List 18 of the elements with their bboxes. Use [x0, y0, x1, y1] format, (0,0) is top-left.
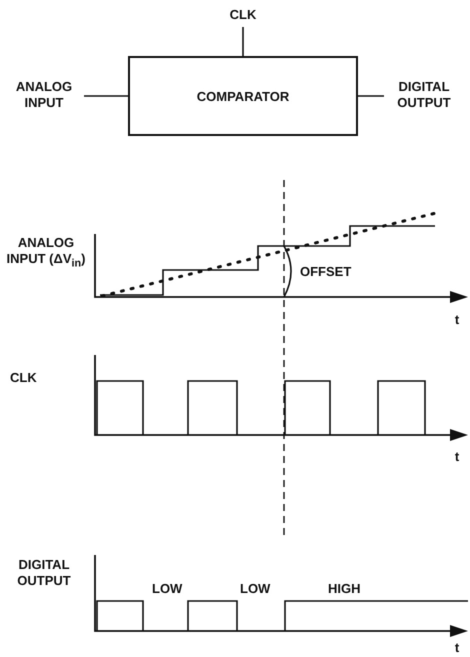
connector-line [84, 95, 128, 97]
annotation-label: OFFSET [300, 264, 352, 280]
state-label: LOW [240, 581, 272, 597]
axis-label: t [454, 640, 460, 656]
connector-line [358, 95, 384, 97]
signal-label: ANALOG INPUT [4, 79, 84, 111]
signal-label: CLK [223, 7, 263, 23]
signal-label: DIGITAL OUTPUT [384, 79, 464, 111]
state-label: LOW [152, 581, 184, 597]
axis-label: t [454, 312, 460, 328]
axis-label: ANALOG INPUT (ΔV$_{in}$) [6, 235, 86, 272]
axis-label: CLK [10, 370, 38, 386]
connector-line [242, 27, 244, 56]
axis-label: t [454, 449, 460, 465]
state-label: HIGH [328, 581, 362, 597]
axis-label: DIGITAL OUTPUT [16, 557, 72, 589]
comparator-box [128, 56, 358, 136]
block-title: COMPARATOR [196, 88, 290, 104]
